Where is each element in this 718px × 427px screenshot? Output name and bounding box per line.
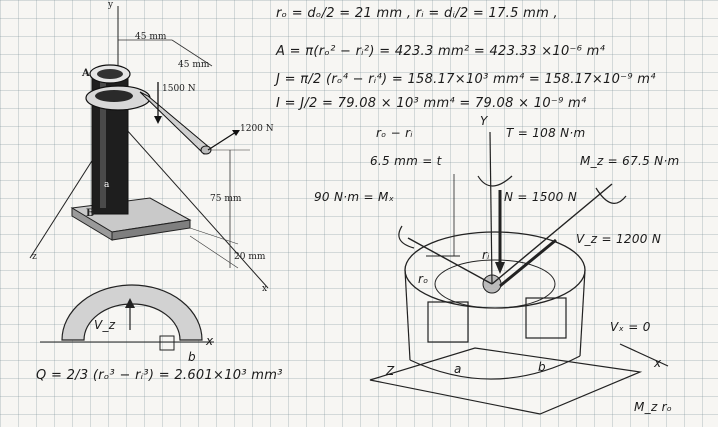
fig-y-axis-label: y (108, 0, 114, 10)
eq-moment-inertia: I = J/2 = 79.08 × 10³ mm⁴ = 79.08 × 10⁻⁹… (276, 96, 587, 111)
sketch-thickness: 6.5 mm = t (370, 154, 442, 168)
dim-ext-bottom (189, 235, 239, 269)
sketch-vz: V_z = 1200 N (576, 232, 662, 246)
vz-arrow (499, 238, 557, 288)
dim-ext-mid (189, 227, 239, 245)
force-1200-label: 1200 N (240, 124, 274, 134)
eq-polar-moment: J = π/2 (rₒ⁴ − rᵢ⁴) = 158.17×10³ mm⁴ = 1… (276, 72, 656, 87)
force-1200-arrowhead (232, 130, 240, 136)
element-a-block (427, 301, 469, 343)
fig-x-axis-label: x (262, 284, 268, 294)
semicircle-b-element (159, 335, 175, 351)
force-1200-arrow (207, 131, 237, 151)
eq-area: A = π(rₒ² − rᵢ²) = 423.3 mm² = 423.33 ×1… (276, 44, 606, 59)
x-axis-line (117, 119, 269, 289)
dim-45a-label: 45 mm (135, 32, 167, 42)
sketch-torque: T = 108 N·m (506, 126, 586, 140)
torque-curl (477, 175, 513, 187)
tube-highlight (100, 80, 106, 208)
sketch-vx: Vₓ = 0 (610, 320, 651, 334)
semicircle-x-label: x (206, 334, 214, 348)
mz-curl (595, 187, 627, 204)
sketch-mx: 90 N·m = Mₓ (314, 190, 395, 204)
mx-curl (398, 225, 415, 249)
eq-first-moment-q: Q = 2/3 (rₒ³ − rᵢ³) = 2.601×10³ mm³ (36, 368, 283, 383)
dim-45b-label: 45 mm (178, 60, 210, 70)
semicircle-section (61, 284, 203, 341)
semicircle-b-label: b (188, 350, 196, 364)
semicircle-vz-arrowhead (125, 298, 135, 308)
dim-75-label: 75 mm (210, 194, 242, 204)
normal-force-arrowhead (495, 262, 505, 274)
point-A-label: A (82, 68, 90, 79)
sketch-inner-ring (434, 259, 556, 309)
sketch-mz-ro: M_z rₒ (634, 400, 673, 414)
element-b-block (525, 297, 567, 339)
sketch-y-axis (489, 131, 493, 285)
sketch-ro-minus-ri: rₒ − rᵢ (376, 126, 413, 140)
dim-45b-line (171, 39, 213, 67)
sketch-cylinder-left (404, 269, 411, 361)
sketch-x-label: x (654, 356, 662, 370)
sketch-b-label: b (538, 360, 546, 374)
mz-axis-line (491, 183, 613, 285)
point-a-label: a (104, 180, 110, 190)
sketch-cylinder-bottom (409, 355, 581, 380)
point-B-label: B (86, 208, 95, 219)
semicircle-vz-label: V_z (94, 318, 116, 332)
sketch-x-arrow (619, 343, 669, 367)
tube-opening (97, 69, 123, 79)
collar-bore (95, 90, 133, 102)
sketch-normal-force: N = 1500 N (504, 190, 577, 204)
sketch-ri-label: rᵢ (482, 248, 490, 262)
sketch-z-label: Z (386, 364, 395, 378)
sketch-ro-label: rₒ (418, 272, 429, 286)
force-1500-arrowhead (154, 116, 162, 124)
sketch-a-label: a (454, 362, 462, 376)
eq-radii: rₒ = dₒ/2 = 21 mm , rᵢ = dᵢ/2 = 17.5 mm … (276, 6, 558, 21)
sketch-cylinder-right (579, 269, 586, 357)
force-1500-label: 1500 N (162, 84, 196, 94)
fig-z-axis-label: z (32, 252, 37, 262)
sketch-y-label: Y (480, 114, 488, 128)
sketch-mz: M_z = 67.5 N·m (580, 154, 680, 168)
mx-axis-line (407, 237, 493, 285)
sketch-base (369, 347, 643, 415)
dim-20-label: 20 mm (234, 252, 266, 262)
